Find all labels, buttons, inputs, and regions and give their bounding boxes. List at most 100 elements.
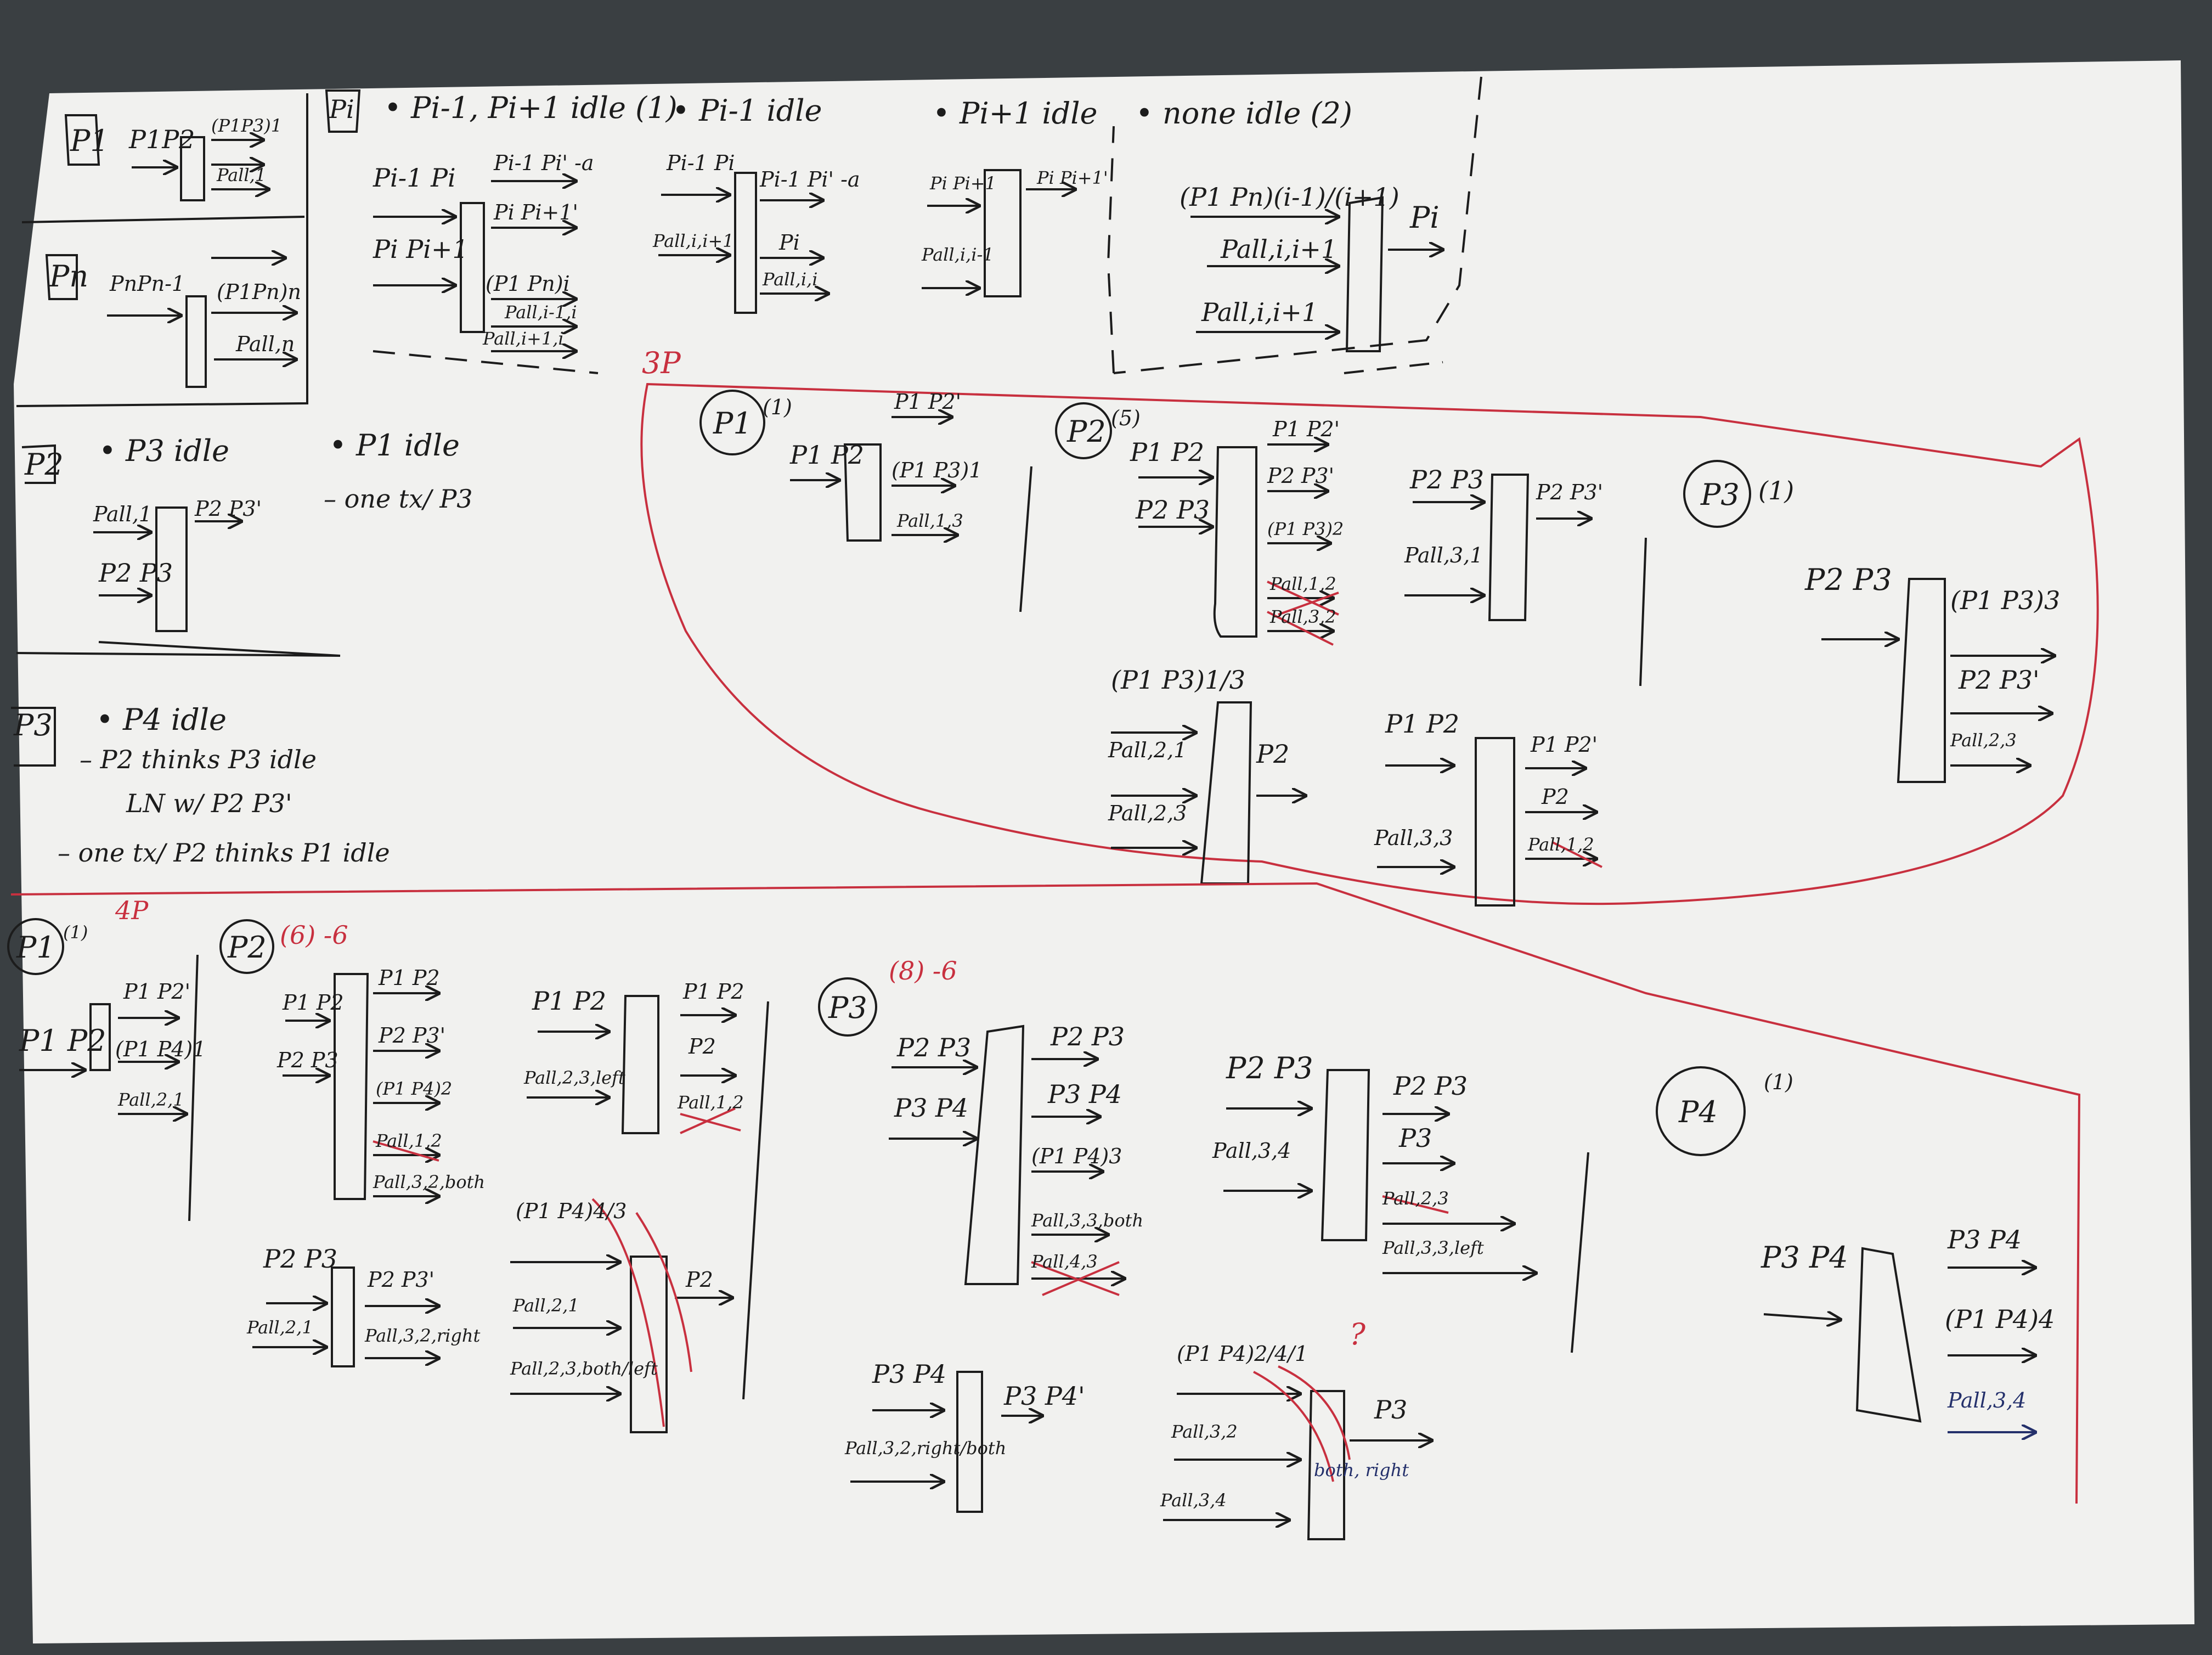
- p3a-output-label: P2 P3: [1050, 1022, 1125, 1051]
- p3-label: P3: [1700, 477, 1740, 512]
- p2b-output-label: P2 P3': [1536, 480, 1603, 504]
- p3b-output-label: Pall,2,3: [1382, 1188, 1449, 1209]
- p4-output-label: (P1 P4)4: [1945, 1304, 2055, 1334]
- p3a-input-label: P2 P3: [896, 1033, 971, 1062]
- p4-output-label: Pall,3,4: [1947, 1388, 2026, 1412]
- p2a-output-label: P2 P3': [1267, 464, 1334, 488]
- case2-title: • Pi-1 idle: [672, 93, 822, 128]
- tag-4p: 4P: [115, 896, 149, 925]
- p2c-input-label: (P1 P3)1/3: [1111, 665, 1245, 695]
- left-notes-block: [11, 444, 341, 767]
- case2-output-label: Pi: [778, 230, 800, 255]
- p2d-output-label: Pall,1,2: [1527, 834, 1594, 855]
- p1-output-label: P1 P2': [894, 390, 961, 414]
- p4-input-label: P3 P4: [1760, 1240, 1848, 1275]
- top-left-block: [16, 93, 308, 407]
- p3a-output-label: P3 P4: [1047, 1079, 1122, 1109]
- p3d-input-label: Pall,3,2: [1171, 1421, 1238, 1442]
- tag-3p: 3P: [642, 346, 681, 380]
- p2d-input-label: Pall,2,1: [512, 1295, 579, 1316]
- pn-output-label: Pall,n: [235, 332, 295, 356]
- p3c-output-label: P3 P4': [1003, 1381, 1085, 1411]
- p3-output-label: Pall,2,3: [1950, 730, 2017, 751]
- p2b-input-label: P1 P2: [532, 986, 606, 1016]
- p3-label: P3: [828, 990, 867, 1025]
- case1-title: • Pi-1, Pi+1 idle (1): [384, 91, 678, 125]
- p3b-output-label: P2 P3: [1393, 1071, 1468, 1101]
- p3-label: P3: [13, 708, 53, 742]
- p2a-input-label: P2 P3: [1135, 495, 1210, 525]
- p2-case1-title: • P3 idle: [99, 434, 229, 468]
- case4-input-label: Pall,i,i+1: [1220, 234, 1337, 264]
- p2b-input-label: Pall,2,3,left: [523, 1067, 625, 1088]
- p2b-output-label: P2: [688, 1034, 716, 1059]
- p2-case2-note: – one tx/ P3: [324, 484, 473, 514]
- p2a-output-label: Pall,3,2,both: [373, 1172, 485, 1192]
- p2a-output-label: P2 P3': [378, 1023, 445, 1048]
- p4-output-label: P3 P4: [1947, 1225, 2022, 1254]
- case3-title: • Pi+1 idle: [933, 96, 1097, 131]
- p3-output-label: (P1 P3)3: [1950, 586, 2060, 615]
- p2d-output-label: P2: [685, 1268, 713, 1292]
- pn-input-label: PnPn-1: [109, 272, 185, 296]
- p1-input-label: P1 P2: [19, 1023, 106, 1058]
- case3-input-label: Pi Pi+1: [929, 173, 996, 194]
- case3-output-label: Pi Pi+1': [1036, 167, 1108, 188]
- paper-sheet: [14, 60, 2194, 1643]
- p3d-annotation: both, right: [1314, 1460, 1409, 1481]
- red-strikes-3p: [1267, 581, 1602, 868]
- p4-label: P4: [1678, 1095, 1718, 1129]
- p2b-input-label: P2 P3: [1409, 465, 1484, 494]
- p3b-output-label: Pall,3,3,left: [1382, 1237, 1484, 1258]
- p2-count: (5): [1111, 406, 1141, 430]
- p3b-input-label: P2 P3: [1226, 1051, 1313, 1085]
- case2-input-label: Pall,i,i+1: [652, 230, 734, 251]
- p3-note-line: – P2 thinks P3 idle: [80, 745, 317, 774]
- top-general-block: [325, 76, 1482, 374]
- case1-output-label: Pall,i+1,i: [482, 328, 564, 349]
- p2a-output-label: P1 P2: [378, 966, 440, 990]
- p2d-input-label: Pall,2,3,both/left: [510, 1358, 658, 1379]
- p3-note-line: LN w/ P2 P3': [126, 789, 292, 818]
- p1-label: P1: [70, 123, 109, 158]
- case4-input-label: Pall,i,i+1: [1201, 297, 1318, 327]
- p2b-output-label: P1 P2: [682, 980, 744, 1004]
- section-3p-block: [699, 390, 2055, 907]
- p3d-input-label: Pall,3,4: [1160, 1490, 1227, 1511]
- p2a-input-label: P2 P3: [276, 1048, 338, 1072]
- p2a-input-label: P1 P2: [1130, 437, 1204, 467]
- p3d-output-label: P3: [1374, 1395, 1407, 1425]
- p2-label: P2: [24, 447, 64, 482]
- p2d-input-label: (P1 P4)4/3: [516, 1199, 627, 1223]
- p1-count: (1): [763, 395, 792, 419]
- p2c-input-label: Pall,2,1: [1108, 738, 1187, 762]
- p2d-input-label: Pall,3,3: [1374, 826, 1453, 850]
- p1-label: P1: [16, 930, 55, 965]
- p2d-output-label: P2: [1541, 785, 1569, 809]
- pn-label: Pn: [49, 259, 88, 294]
- p3-note-line: • P4 idle: [96, 702, 227, 737]
- p3b-output-label: P3: [1398, 1123, 1432, 1153]
- p2c-input-label: Pall,2,3: [1108, 801, 1187, 825]
- p2b-input-label: Pall,3,1: [1404, 543, 1483, 567]
- case3-input-label: Pall,i,i-1: [921, 244, 994, 265]
- p1-count: (1): [63, 922, 88, 943]
- red-strikes-4p: [373, 1107, 1449, 1482]
- p2-case1-input-label: P2 P3: [98, 558, 173, 588]
- p2-count: (6) -6: [280, 920, 348, 950]
- section-4p-block: [7, 918, 2035, 1540]
- p3d-input-label: (P1 P4)2/4/1: [1177, 1342, 1308, 1366]
- p3-count: (1): [1758, 476, 1794, 505]
- p2a-output-label: Pall,1,2: [1269, 573, 1336, 594]
- p2c-output-label: P2 P3': [367, 1268, 435, 1292]
- p3a-output-label: Pall,4,3: [1031, 1251, 1098, 1272]
- p2-case1-input-label: Pall,1: [93, 502, 152, 526]
- p2d-output-label: P1 P2': [1530, 733, 1598, 757]
- red-loop-3p: [640, 382, 2099, 905]
- p2c-input-label: Pall,2,1: [246, 1317, 313, 1338]
- p2b-output-label: Pall,1,2: [677, 1092, 744, 1113]
- p1-input-label: P1 P2: [789, 440, 864, 470]
- p1-output-label: Pall,1: [216, 165, 266, 185]
- p3a-output-label: (P1 P4)3: [1031, 1144, 1122, 1168]
- case1-output-label: Pall,i-1,i: [504, 302, 577, 323]
